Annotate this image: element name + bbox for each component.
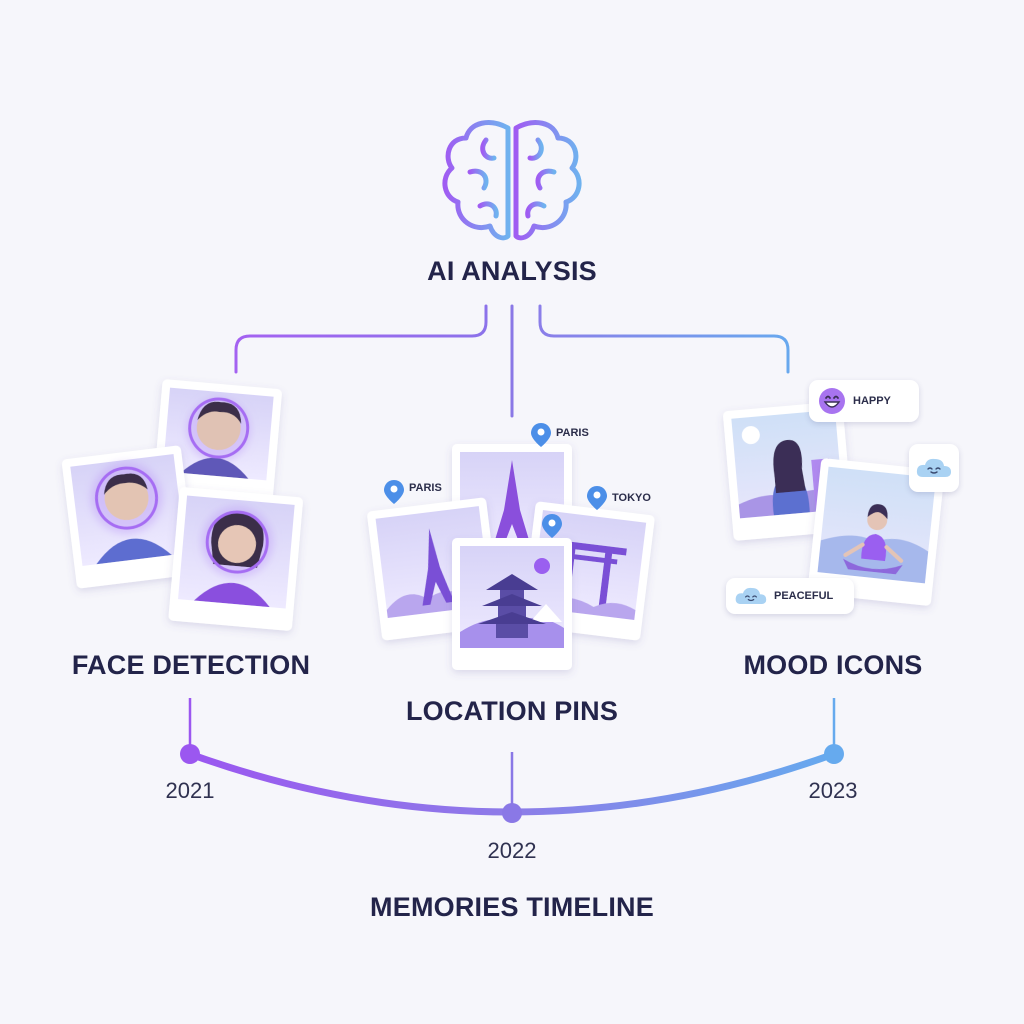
face-photo-cluster — [61, 379, 303, 631]
map-pin-icon — [531, 423, 551, 447]
mood-badge-label: HAPPY — [853, 395, 891, 407]
connector-lines — [234, 304, 790, 418]
timeline-node-2022 — [502, 803, 522, 823]
photo-card — [153, 379, 282, 501]
memories-timeline-title: MEMORIES TIMELINE — [370, 892, 654, 922]
mood-icons-title: MOOD ICONS — [743, 650, 923, 680]
connector-mood — [538, 304, 790, 374]
year-label-2022: 2022 — [487, 838, 537, 863]
connector-face — [234, 304, 488, 374]
year-label-2023: 2023 — [808, 778, 858, 803]
timeline — [180, 698, 844, 823]
map-pin-icon — [542, 514, 562, 538]
year-label-2021: 2021 — [165, 778, 215, 803]
timeline-node-2023 — [824, 744, 844, 764]
photo-card — [61, 445, 196, 589]
location-photo-cluster — [367, 423, 655, 670]
map-pin-icon — [587, 486, 607, 510]
location-pins-title: LOCATION PINS — [405, 696, 619, 726]
pin-label: PARIS — [556, 427, 589, 439]
mood-badge-happy: HAPPY — [809, 380, 919, 422]
photo-card — [807, 458, 945, 606]
happy-face-icon — [819, 388, 845, 414]
brain-icon — [442, 120, 582, 241]
photo-card — [452, 538, 572, 670]
timeline-node-2021 — [180, 744, 200, 764]
mood-badge-label: PEACEFUL — [774, 590, 834, 602]
pin-label: PARIS — [409, 482, 442, 494]
cloud-face-icon — [735, 587, 767, 605]
face-detection-title: FACE DETECTION — [71, 650, 311, 680]
mood-photo-cluster — [723, 401, 945, 606]
cloud-face-icon — [916, 458, 951, 477]
map-pin-icon — [384, 480, 404, 504]
photo-card — [168, 487, 303, 631]
ai-analysis-title: AI ANALYSIS — [427, 256, 597, 286]
pin-label: TOKYO — [612, 492, 651, 504]
mood-badge-peaceful: PEACEFUL — [726, 578, 854, 614]
mood-badge-cloud — [909, 444, 959, 492]
